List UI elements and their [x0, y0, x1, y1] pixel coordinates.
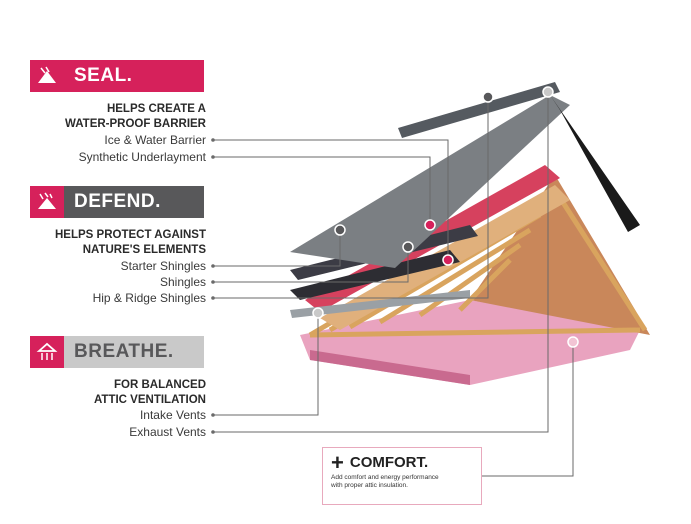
- seal-icon: [30, 60, 64, 92]
- dot-underlayment: [424, 219, 436, 231]
- gable-end: [470, 175, 650, 335]
- shingle-strip-1: [290, 250, 460, 300]
- leader-ice-water: [213, 139, 449, 260]
- seal-title: SEAL.: [64, 60, 204, 92]
- dot-exhaust: [542, 86, 554, 98]
- breathe-icon: [30, 336, 64, 368]
- item-exhaust-vents: Exhaust Vents: [129, 425, 206, 439]
- dot-starter: [334, 224, 346, 236]
- defend-icon: [30, 186, 64, 218]
- plus-icon: +: [331, 449, 344, 475]
- seal-banner: SEAL.: [30, 60, 204, 92]
- insulation-face: [310, 350, 470, 385]
- seal-subhead: HELPS CREATE A WATER-PROOF BARRIER: [65, 103, 206, 130]
- item-intake-vents: Intake Vents: [139, 408, 206, 422]
- breathe-subhead: FOR BALANCED ATTIC VENTILATION: [93, 379, 206, 406]
- roof-black-edge: [550, 95, 640, 232]
- leader-comfort: [482, 342, 574, 477]
- item-ice-water-barrier: Ice & Water Barrier: [104, 133, 206, 147]
- defend-banner: DEFEND.: [30, 186, 204, 218]
- leader-underlayment: [213, 156, 431, 225]
- comfort-title: COMFORT.: [349, 454, 429, 471]
- dot-ice-water: [442, 254, 454, 266]
- comfort-description: Add comfort and energy performance with …: [331, 474, 439, 489]
- leader-hip-ridge: [213, 97, 489, 299]
- dot-comfort: [567, 336, 579, 348]
- dot-shingles: [402, 241, 414, 253]
- comfort-callout: + COMFORT. Add comfort and energy perfor…: [322, 447, 482, 505]
- item-hip-ridge-shingles: Hip & Ridge Shingles: [92, 291, 206, 305]
- leader-shingles: [213, 248, 409, 283]
- ridge-cap: [398, 82, 560, 138]
- leader-exhaust: [213, 92, 549, 433]
- breathe-title: BREATHE.: [64, 336, 204, 368]
- breathe-banner: BREATHE.: [30, 336, 204, 368]
- dot-intake: [312, 307, 324, 319]
- leader-starter: [213, 232, 341, 267]
- leader-intake: [213, 313, 319, 416]
- item-starter-shingles: Starter Shingles: [120, 259, 206, 273]
- intake-vent-strip: [290, 290, 470, 318]
- item-shingles: Shingles: [159, 275, 206, 289]
- dot-hip-ridge: [482, 91, 494, 103]
- defend-title: DEFEND.: [64, 186, 204, 218]
- item-synthetic-underlayment: Synthetic Underlayment: [78, 150, 206, 164]
- defend-subhead: HELPS PROTECT AGAINST NATURE'S ELEMENTS: [55, 229, 206, 256]
